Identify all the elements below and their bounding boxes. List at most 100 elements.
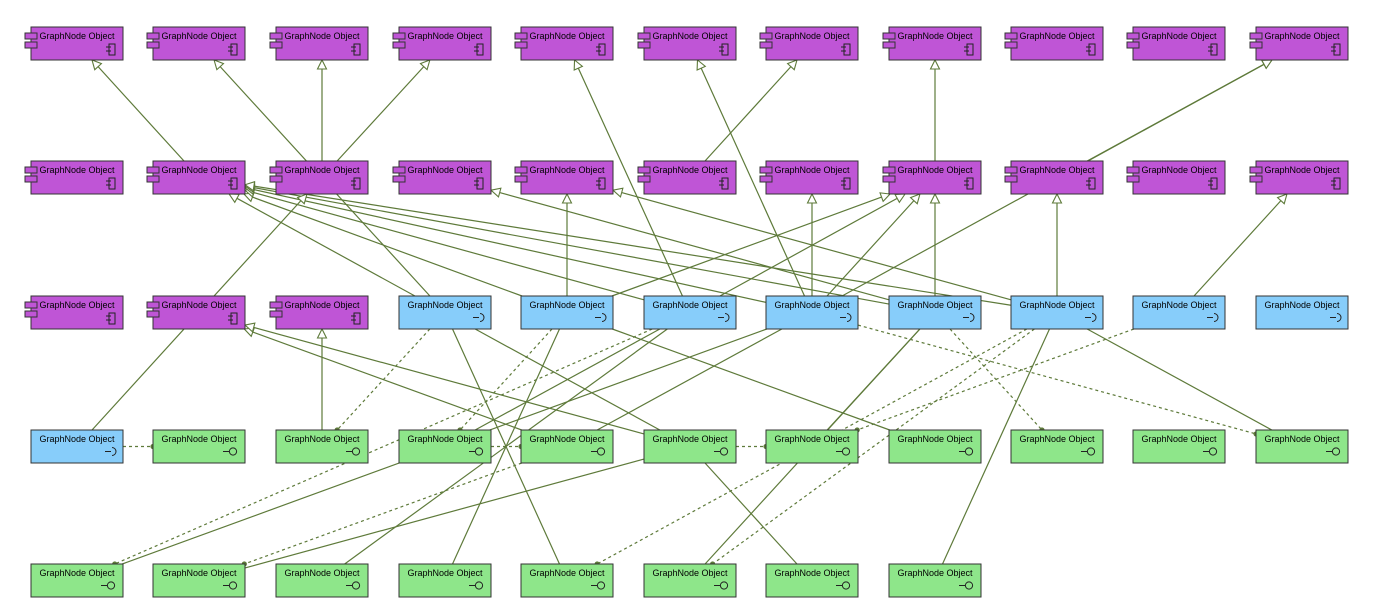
generalization-edge[interactable] [243,327,522,431]
generalization-edge[interactable] [227,193,416,297]
interface_provider-node[interactable]: GraphNode Object [1010,295,1104,330]
component-tab-icon [392,32,406,49]
interface_provider-node[interactable]: GraphNode Object [888,295,982,330]
interface-node[interactable]: GraphNode Object [1010,429,1104,464]
generalization-edge[interactable] [696,58,806,297]
interface-node[interactable]: GraphNode Object [398,563,492,598]
interface_provider-node[interactable]: GraphNode Object [1255,295,1349,330]
component-node[interactable]: GraphNode Object [269,26,369,61]
dependency-edge[interactable] [123,443,156,450]
node-box [888,429,982,464]
component-node[interactable]: GraphNode Object [514,160,614,195]
generalization-edge[interactable] [316,58,328,161]
interface-node[interactable]: GraphNode Object [398,429,492,464]
component-tab-icon [882,166,896,183]
component-node[interactable]: GraphNode Object [759,160,859,195]
component-node[interactable]: GraphNode Object [24,160,124,195]
component-node[interactable]: GraphNode Object [146,26,246,61]
generalization-edge[interactable] [561,192,573,296]
generalization-edge[interactable] [243,322,645,435]
generalization-line [826,200,915,297]
interface-node[interactable]: GraphNode Object [888,429,982,464]
component-node[interactable]: GraphNode Object [146,160,246,195]
interface-node[interactable]: GraphNode Object [520,563,614,598]
dependency-edge[interactable] [334,328,431,433]
association-edge[interactable] [1086,328,1273,431]
generalization-edge[interactable] [611,192,892,297]
interface-node[interactable]: GraphNode Object [888,563,982,598]
node-label: GraphNode Object [161,434,237,444]
association-edge[interactable] [244,458,645,569]
generalization-edge[interactable] [336,59,431,162]
generalization-edge[interactable] [1051,192,1063,296]
association-edge[interactable] [474,328,661,431]
generalization-edge[interactable] [91,59,185,162]
generalization-edge[interactable] [489,187,890,301]
interface-node[interactable]: GraphNode Object [520,429,614,464]
generalization-edge[interactable] [316,327,328,430]
dependency-edge[interactable] [857,324,1259,437]
interface_provider-node[interactable]: GraphNode Object [765,295,859,330]
component-node[interactable]: GraphNode Object [882,26,982,61]
interface-node[interactable]: GraphNode Object [152,563,246,598]
interface-node[interactable]: GraphNode Object [30,563,124,598]
interface-node[interactable]: GraphNode Object [152,429,246,464]
association-edge[interactable] [941,328,1051,565]
component-node[interactable]: GraphNode Object [1004,160,1104,195]
component-node[interactable]: GraphNode Object [1126,160,1226,195]
association-edge[interactable] [704,462,798,565]
interface-node[interactable]: GraphNode Object [275,563,369,598]
generalization-edge[interactable] [243,180,1012,306]
component-node[interactable]: GraphNode Object [24,295,124,330]
component-node[interactable]: GraphNode Object [1126,26,1226,61]
generalization-edge[interactable] [1193,193,1288,297]
component-node[interactable]: GraphNode Object [392,26,492,61]
interface_provider-node[interactable]: GraphNode Object [398,295,492,330]
component-node[interactable]: GraphNode Object [637,160,737,195]
dependency-edge[interactable] [736,443,769,450]
interface-node[interactable]: GraphNode Object [765,429,859,464]
component-node[interactable]: GraphNode Object [1004,26,1104,61]
dependency-edge[interactable] [241,462,522,567]
component-icon [964,43,974,56]
component-node[interactable]: GraphNode Object [1249,26,1349,61]
interface-node[interactable]: GraphNode Object [1132,429,1226,464]
component-node[interactable]: GraphNode Object [637,26,737,61]
generalization-edge[interactable] [243,187,645,301]
generalization-edge[interactable] [242,192,523,297]
component-node[interactable]: GraphNode Object [392,160,492,195]
component-node[interactable]: GraphNode Object [269,160,369,195]
interface_provider-node[interactable]: GraphNode Object [520,295,614,330]
association-edge[interactable] [596,328,783,431]
generalization-edge[interactable] [243,184,767,303]
dependency-edge[interactable] [949,328,1045,433]
component-node[interactable]: GraphNode Object [514,26,614,61]
interface_provider-node[interactable]: GraphNode Object [643,295,737,330]
generalization-edge[interactable] [806,192,818,296]
interface_provider-node[interactable]: GraphNode Object [1132,295,1226,330]
interface-node[interactable]: GraphNode Object [643,429,737,464]
hollow-arrowhead [1051,192,1063,204]
component-node[interactable]: GraphNode Object [269,295,369,330]
node-box [888,563,982,598]
generalization-edge[interactable] [929,58,941,161]
component-node[interactable]: GraphNode Object [759,26,859,61]
component-node[interactable]: GraphNode Object [146,295,246,330]
generalization-edge[interactable] [929,192,941,296]
association-edge[interactable] [612,328,890,431]
dependency-edge[interactable] [854,328,1135,433]
interface-node[interactable]: GraphNode Object [765,563,859,598]
generalization-edge[interactable] [704,59,798,162]
interface_provider-node[interactable]: GraphNode Object [30,429,124,464]
component-node[interactable]: GraphNode Object [1249,160,1349,195]
interface-node[interactable]: GraphNode Object [275,429,369,464]
lollipop-icon [223,447,238,456]
interface-node[interactable]: GraphNode Object [1255,429,1349,464]
dependency-edge[interactable] [709,328,1035,567]
component-node[interactable]: GraphNode Object [882,160,982,195]
generalization-edge[interactable] [826,193,921,297]
component-node[interactable]: GraphNode Object [24,26,124,61]
generalization-edge[interactable] [611,187,1012,301]
generalization-edge[interactable] [573,58,684,297]
interface-node[interactable]: GraphNode Object [643,563,737,598]
